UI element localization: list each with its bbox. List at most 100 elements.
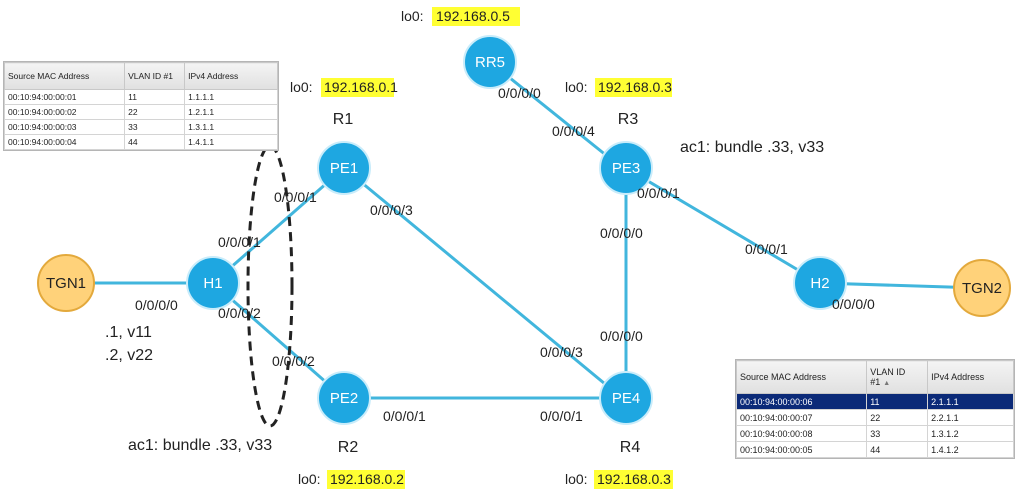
node-pe4-label: PE4 [612, 390, 640, 407]
node-pe3[interactable]: PE3 [599, 141, 653, 195]
if-pe3-to-h2: 0/0/0/1 [637, 185, 680, 201]
node-pe2-label: PE2 [330, 390, 358, 407]
node-h1[interactable]: H1 [186, 256, 240, 310]
table-row[interactable]: 00:10:94:00:00:05 44 1.4.1.2 [735, 441, 1014, 458]
if-h1-to-tgn1: 0/0/0/0 [135, 297, 178, 313]
table-header-row: Source MAC Address VLAN ID #1 IPv4 Addre… [3, 62, 278, 90]
node-pe4[interactable]: PE4 [599, 371, 653, 425]
loopback-rr5-prefix: lo0: [401, 8, 424, 24]
cell-mac: 00:10:94:00:00:06 [735, 393, 868, 410]
ac1-label-h1: ac1: bundle .33, v33 [128, 437, 272, 454]
bundle-ellipse [246, 144, 294, 428]
cell-ipv4: 2.1.1.1 [927, 393, 1014, 410]
cell-ipv4: 1.4.1.2 [927, 441, 1014, 458]
cell-mac: 00:10:94:00:00:01 [3, 89, 126, 105]
subinterface-label-1: .1, v11 [105, 324, 152, 341]
table-row[interactable]: 00:10:94:00:00:02 22 1.2.1.1 [3, 104, 278, 120]
if-pe3-to-rr5: 0/0/0/4 [552, 123, 595, 139]
loopback-rr5-address: 192.168.0.5 [436, 8, 510, 24]
node-h1-label: H1 [203, 275, 222, 292]
router-name-r3: R3 [618, 111, 639, 128]
loopback-r3-prefix: lo0: [565, 79, 588, 95]
column-header[interactable]: Source MAC Address [3, 62, 126, 90]
interface-labels: 0/0/0/0 0/0/0/4 0/0/0/1 0/0/0/0 0/0/0/1 … [135, 85, 875, 424]
subinterface-label-2: .2, v22 [105, 347, 153, 364]
if-pe4-to-pe1: 0/0/0/3 [540, 344, 583, 360]
table-row-selected[interactable]: 00:10:94:00:00:06 11 2.1.1.1 [735, 393, 1014, 410]
column-header[interactable]: Source MAC Address [735, 360, 868, 394]
cell-ipv4: 1.3.1.2 [927, 425, 1014, 442]
cell-ipv4: 2.2.1.1 [927, 409, 1014, 426]
node-pe3-label: PE3 [612, 160, 640, 177]
if-h2-to-pe3: 0/0/0/1 [745, 241, 788, 257]
loopback-r1-address: 192.168.0.1 [324, 79, 398, 95]
ac1-label-r3: ac1: bundle .33, v33 [680, 139, 824, 156]
table-row[interactable]: 00:10:94:00:00:01 11 1.1.1.1 [3, 89, 278, 105]
table-row[interactable]: 00:10:94:00:00:03 33 1.3.1.1 [3, 119, 278, 135]
loopback-r4-prefix: lo0: [565, 471, 588, 487]
if-pe4-to-pe3: 0/0/0/0 [600, 328, 643, 344]
if-pe3-to-pe4: 0/0/0/0 [600, 225, 643, 241]
cell-vlan: 11 [866, 393, 929, 410]
column-header[interactable]: IPv4 Address [927, 360, 1014, 394]
node-pe1[interactable]: PE1 [317, 141, 371, 195]
mac-table-left: Source MAC Address VLAN ID #1 IPv4 Addre… [3, 62, 278, 150]
node-rr5[interactable]: RR5 [463, 35, 517, 89]
cell-vlan: 33 [124, 119, 186, 135]
node-h2[interactable]: H2 [793, 256, 847, 310]
table-row[interactable]: 00:10:94:00:00:04 44 1.4.1.1 [3, 134, 278, 150]
table-row[interactable]: 00:10:94:00:00:07 22 2.2.1.1 [735, 409, 1014, 426]
mac-table-right: Source MAC Address VLAN ID #1▲ IPv4 Addr… [735, 360, 1014, 458]
cell-mac: 00:10:94:00:00:08 [735, 425, 868, 442]
cell-mac: 00:10:94:00:00:07 [735, 409, 868, 426]
if-pe2-to-pe4: 0/0/0/1 [383, 408, 426, 424]
cell-ipv4: 1.1.1.1 [184, 89, 278, 105]
cell-mac: 00:10:94:00:00:02 [3, 104, 126, 120]
node-tgn1[interactable]: TGN1 [37, 254, 95, 312]
link-h1-pe2 [212, 281, 345, 400]
loopback-rr5: lo0: 192.168.0.5 [401, 7, 520, 26]
if-h1-to-pe2: 0/0/0/2 [218, 305, 261, 321]
cell-vlan: 22 [866, 409, 929, 426]
link-rr5-pe3 [489, 60, 623, 170]
cell-vlan: 11 [124, 89, 186, 105]
loopback-r2-prefix: lo0: [298, 471, 321, 487]
column-header[interactable]: IPv4 Address [184, 62, 278, 90]
cell-ipv4: 1.4.1.1 [184, 134, 278, 150]
cell-mac: 00:10:94:00:00:04 [3, 134, 126, 150]
node-rr5-label: RR5 [475, 54, 505, 71]
column-header[interactable]: VLAN ID #1▲ [866, 360, 929, 394]
node-tgn2[interactable]: TGN2 [953, 259, 1011, 317]
if-pe1-to-pe4: 0/0/0/3 [370, 202, 413, 218]
table-row[interactable]: 00:10:94:00:00:08 33 1.3.1.2 [735, 425, 1014, 442]
if-pe1-to-h1: 0/0/0/1 [274, 189, 317, 205]
node-tgn1-label: TGN1 [46, 275, 86, 292]
links [66, 60, 981, 400]
column-header[interactable]: VLAN ID #1 [124, 62, 186, 90]
column-header-label: VLAN ID #1 [870, 367, 906, 387]
loopback-r4: lo0: 192.168.0.3 [565, 470, 673, 489]
cell-ipv4: 1.3.1.1 [184, 119, 278, 135]
node-pe1-label: PE1 [330, 160, 358, 177]
router-name-r4: R4 [620, 439, 641, 456]
cell-vlan: 22 [124, 104, 186, 120]
table-header-row: Source MAC Address VLAN ID #1▲ IPv4 Addr… [735, 360, 1014, 394]
if-rr5-out: 0/0/0/0 [498, 85, 541, 101]
sort-ascending-icon[interactable]: ▲ [883, 380, 891, 387]
cell-vlan: 44 [124, 134, 186, 150]
if-h2-to-tgn2: 0/0/0/0 [832, 296, 875, 312]
loopback-r1: lo0: 192.168.0.1 [290, 78, 398, 97]
if-pe2-to-h1: 0/0/0/2 [272, 353, 315, 369]
loopback-r1-prefix: lo0: [290, 79, 313, 95]
if-h1-to-pe1: 0/0/0/1 [218, 234, 261, 250]
link-pe3-h2 [625, 166, 821, 285]
node-h2-label: H2 [810, 275, 829, 292]
loopback-r4-address: 192.168.0.3 [597, 471, 671, 487]
link-pe1-h1 [212, 166, 345, 285]
node-pe2[interactable]: PE2 [317, 371, 371, 425]
cell-mac: 00:10:94:00:00:03 [3, 119, 126, 135]
link-pe1-pe4 [343, 166, 623, 400]
loopback-r2: lo0: 192.168.0.2 [298, 470, 405, 489]
loopback-r3: lo0: 192.168.0.3 [565, 78, 672, 97]
